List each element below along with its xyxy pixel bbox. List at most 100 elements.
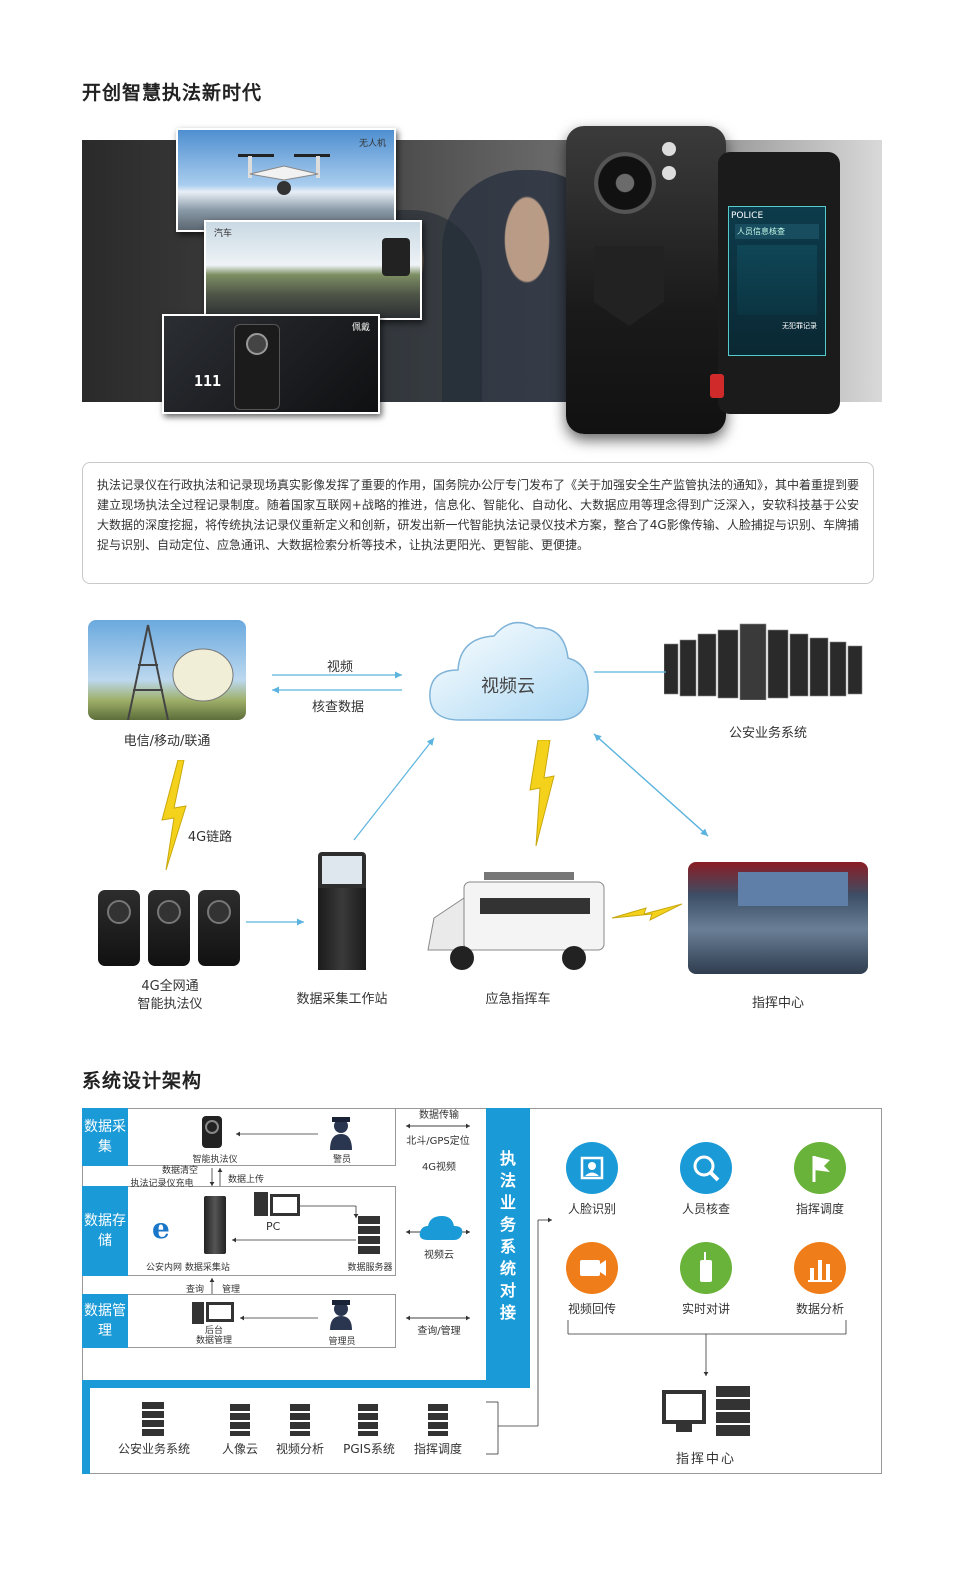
lightning-icon-2	[529, 740, 555, 846]
mid1-clear: 数据清空	[161, 1166, 198, 1176]
section-title-architecture: 系统设计架构	[82, 1070, 203, 1092]
vertical-bar	[486, 1108, 530, 1388]
pc-tower-icon	[254, 1192, 268, 1216]
screen-header: 人员信息核查	[735, 224, 819, 239]
pc-tower-icon-2	[192, 1302, 204, 1324]
label-data-transfer: 数据传输	[419, 1110, 459, 1121]
workstation-image	[318, 852, 366, 970]
vehicle-image	[424, 868, 612, 976]
bottom-system-label: 人像云	[221, 1442, 258, 1456]
server-icon-dispatch	[428, 1404, 448, 1436]
lightning-icon	[161, 760, 187, 870]
workstation-label: 数据采集工作站	[296, 992, 388, 1007]
drone-label: 无人机	[358, 139, 386, 149]
car-label: 汽车	[214, 229, 233, 239]
store-server-label: 数据服务器	[347, 1263, 393, 1273]
cloud-small-icon	[419, 1216, 463, 1240]
service-label: 数据分析	[795, 1302, 844, 1316]
car-thumbnail: 汽车	[204, 220, 422, 320]
ir-light-2	[662, 166, 676, 180]
manage-backend-label: 后台 数据管理	[186, 1326, 242, 1346]
bodycam-device	[566, 126, 726, 434]
left-bar	[82, 1380, 90, 1474]
device-label-line2: 智能执法仪	[137, 997, 203, 1012]
device-label: 4G全网通 智能执法仪	[98, 978, 242, 1014]
mid1-charge: 执法记录仪充电	[130, 1179, 194, 1189]
command-center-image	[688, 862, 868, 974]
face-recognition-icon	[566, 1142, 618, 1194]
drone-thumbnail: 无人机	[176, 128, 396, 232]
wearing-label: 佩戴	[351, 323, 370, 333]
check-arrow-label: 核查数据	[311, 700, 364, 715]
label-4g-video: 4G视频	[421, 1162, 457, 1173]
service-label: 人脸识别	[567, 1202, 616, 1216]
kiosk-icon	[204, 1196, 226, 1254]
police-system-label: 公安业务系统	[728, 726, 807, 741]
server-racks	[663, 622, 870, 701]
screen-footer: 无犯罪记录	[782, 322, 817, 330]
lightning-icon-3	[612, 903, 682, 921]
manage-backend2: 数据管理	[195, 1336, 232, 1346]
service-label: 视频回传	[567, 1302, 616, 1316]
network-connectors	[246, 671, 709, 926]
van-icon	[427, 872, 605, 970]
device-label-line1: 4G全网通	[141, 979, 199, 994]
server-icon	[663, 623, 863, 701]
vehicle-label: 应急指挥车	[485, 992, 551, 1007]
badge-number: 111	[194, 372, 222, 390]
video-wall	[738, 872, 848, 906]
cloud-icon	[429, 621, 589, 721]
bottom-system-label: 视频分析	[275, 1442, 324, 1456]
row-collect-label: 数据采集	[82, 1108, 128, 1166]
vertical-label: 执法业务系统对接	[499, 1149, 516, 1322]
video-return-icon	[566, 1242, 618, 1294]
service-label: 人员核查	[681, 1202, 730, 1216]
mid1-upload: 数据上传	[228, 1175, 265, 1185]
screen-info	[737, 245, 817, 315]
store-intranet: 公安内网	[146, 1263, 183, 1273]
server-icon-pgis	[358, 1404, 378, 1436]
collect-officer-label: 警员	[332, 1155, 351, 1165]
wearing-thumbnail: 佩戴 111	[162, 314, 380, 414]
admin-icon	[330, 1300, 352, 1330]
link-label: 4G链路	[187, 830, 233, 845]
mid2-query: 查询	[186, 1285, 205, 1295]
label-gps: 北斗/GPS定位	[406, 1136, 470, 1147]
row-store	[82, 1186, 396, 1276]
ie-icon: e	[152, 1212, 170, 1245]
cloud-label: 视频云	[481, 676, 535, 697]
bottom-system-label: 公安业务系统	[117, 1442, 190, 1456]
person-check-icon	[680, 1142, 732, 1194]
bodycam-small-icon	[98, 890, 140, 966]
store-pc-label: PC	[266, 1220, 281, 1233]
dashcam-icon	[382, 238, 410, 276]
server-icon-police	[142, 1402, 164, 1436]
ir-light	[662, 142, 676, 156]
bodycam-icon	[234, 324, 280, 410]
server-mini-icon	[358, 1216, 380, 1256]
telecom-label: 电信/移动/联通	[123, 734, 211, 749]
monitor-icon	[270, 1194, 300, 1216]
officer-icon	[330, 1117, 352, 1150]
command-center-label: 指挥中心	[675, 1452, 736, 1467]
bottom-system-label: PGIS系统	[343, 1442, 395, 1456]
intro-text: 执法记录仪在行政执法和记录现场真实影像发挥了重要的作用，国务院办公厅专门发布了《…	[82, 462, 874, 584]
row-manage-label: 数据管理	[82, 1294, 128, 1348]
collect-device-label: 智能执法仪	[192, 1155, 238, 1165]
bodycam-group	[98, 890, 242, 968]
label-query-manage: 查询/管理	[417, 1326, 461, 1337]
label-video-cloud: 视频云	[424, 1250, 454, 1261]
monitor-icon-2	[206, 1302, 234, 1322]
mid1-labels: 数据清空	[150, 1166, 210, 1176]
tower-icon	[127, 624, 234, 720]
command-label: 指挥中心	[751, 996, 804, 1011]
record-button	[710, 374, 724, 398]
screen-police: POLICE	[731, 211, 764, 221]
manage-backend1: 后台	[204, 1326, 223, 1336]
command-monitor-icon	[662, 1390, 706, 1424]
architecture-frame	[82, 1108, 882, 1474]
camera-lens	[594, 152, 656, 214]
command-server-icon	[716, 1386, 750, 1438]
store-intranet-label: 公安内网 数据采集站	[146, 1260, 246, 1273]
section-title-smart-law: 开创智慧执法新时代	[82, 82, 263, 104]
